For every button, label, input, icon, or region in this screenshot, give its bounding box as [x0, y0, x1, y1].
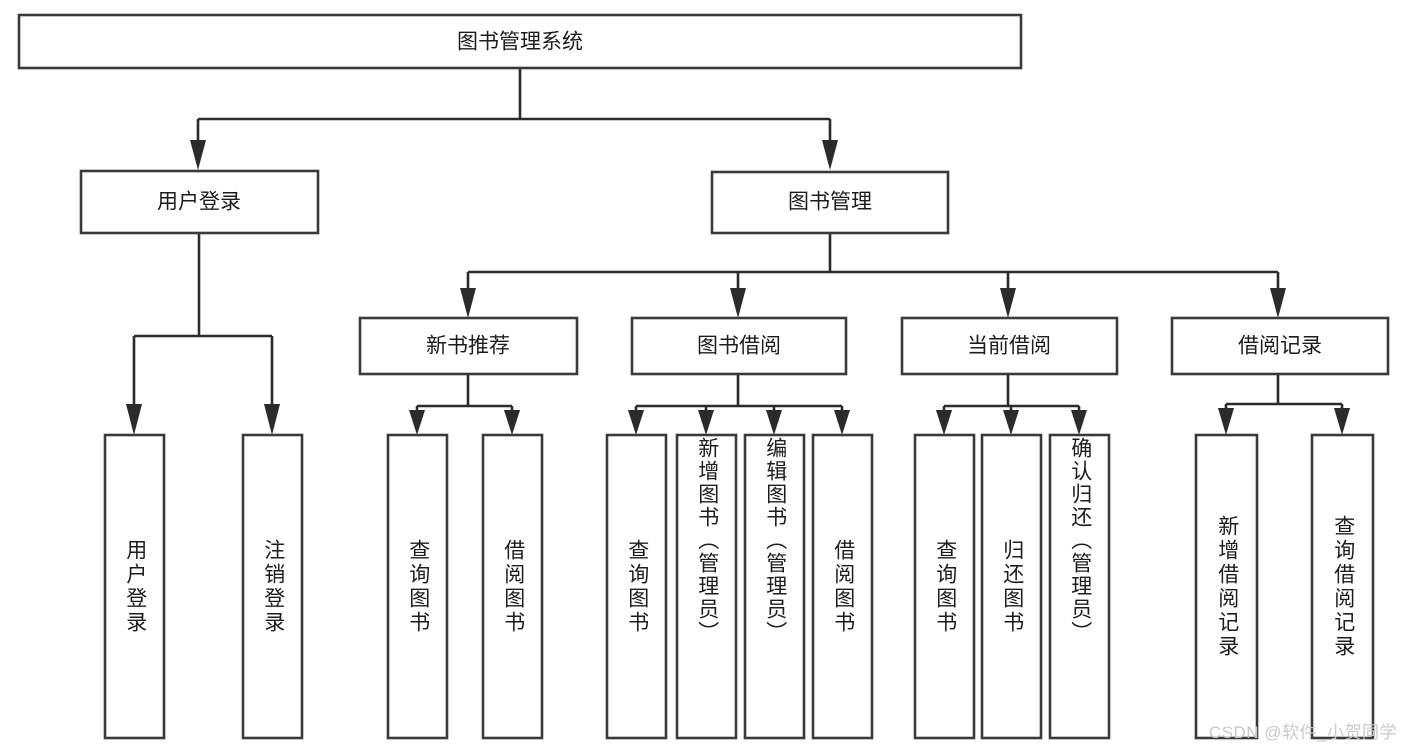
- node-user-login-label: 用户登录: [157, 191, 241, 214]
- node-current-borrow-box[interactable]: [900, 316, 1119, 376]
- node-root-box[interactable]: [17, 13, 1023, 70]
- node-borrow-record-label: 借阅记录: [1238, 335, 1322, 358]
- node-borrow-record[interactable]: 借阅记录: [1170, 316, 1390, 376]
- leaf-user-login-login[interactable]: 用户登录: [103, 433, 166, 740]
- arrowhead-user-login: [190, 140, 206, 170]
- arrowhead-leaf-user-login-2: [264, 404, 280, 435]
- leaf-current-borrow-query-box[interactable]: [913, 433, 976, 740]
- leaf-book-borrow-edit[interactable]: 编辑图书（管理员）: [743, 433, 806, 740]
- leaf-book-borrow-add[interactable]: 新增图书（管理员）: [675, 433, 738, 740]
- leaf-book-borrow-add-box[interactable]: [675, 433, 738, 740]
- node-book-borrow[interactable]: 图书借阅: [630, 316, 848, 376]
- node-user-login-box[interactable]: [79, 169, 320, 235]
- leaf-current-borrow-return[interactable]: 归还图书: [980, 433, 1043, 740]
- node-book-borrow-label: 图书借阅: [697, 335, 781, 358]
- connectors: [126, 68, 1350, 435]
- leaf-book-borrow-query-label: 查询图书: [625, 538, 649, 635]
- leaf-new-book-query-box[interactable]: [386, 433, 449, 740]
- arrowhead-leaf-current-borrow-1: [936, 410, 952, 435]
- arrowhead-leaf-user-login-1: [126, 404, 142, 435]
- leaf-current-borrow-confirm-return-box[interactable]: [1048, 433, 1111, 740]
- node-user-login[interactable]: 用户登录: [79, 169, 320, 235]
- node-book-management-label: 图书管理: [788, 191, 872, 214]
- leaf-book-borrow-edit-label: 编辑图书（管理员）: [763, 437, 787, 644]
- node-root-book-management-system[interactable]: 图书管理系统: [17, 13, 1023, 70]
- node-book-borrow-box[interactable]: [630, 316, 848, 376]
- leaf-user-login-logout[interactable]: 注销登录: [241, 433, 304, 740]
- leaf-book-borrow-borrow[interactable]: 借阅图书: [811, 433, 874, 740]
- arrowhead-leaf-book-borrow-3: [766, 410, 782, 435]
- leaf-book-borrow-borrow-label: 借阅图书: [831, 538, 855, 635]
- node-new-book-recommend-label: 新书推荐: [426, 335, 510, 358]
- node-root-label: 图书管理系统: [457, 31, 583, 54]
- node-current-borrow-label: 当前借阅: [967, 335, 1051, 358]
- leaf-current-borrow-query-label: 查询图书: [933, 538, 957, 635]
- leaf-borrow-record-add[interactable]: 新增借阅记录: [1194, 433, 1259, 740]
- arrowhead-leaf-current-borrow-2: [1003, 410, 1019, 435]
- leaf-book-borrow-query[interactable]: 查询图书: [605, 433, 668, 740]
- node-new-book-recommend[interactable]: 新书推荐: [358, 316, 579, 376]
- arrowhead-leaf-current-borrow-3: [1071, 410, 1087, 435]
- leaf-borrow-record-query[interactable]: 查询借阅记录: [1310, 433, 1375, 740]
- arrowhead-leaf-borrow-record-1: [1218, 408, 1234, 435]
- arrowhead-book-mgmt: [822, 140, 838, 170]
- arrowhead-borrow-record: [1270, 288, 1286, 318]
- leaf-current-borrow-return-box[interactable]: [980, 433, 1043, 740]
- arrowhead-leaf-book-borrow-2: [698, 410, 714, 435]
- leaf-user-login-login-label: 用户登录: [123, 538, 147, 635]
- arrowhead-leaf-book-borrow-1: [628, 410, 644, 435]
- leaf-borrow-record-query-label: 查询借阅记录: [1331, 514, 1355, 659]
- leaf-borrow-record-query-box[interactable]: [1310, 433, 1375, 740]
- leaf-current-borrow-query[interactable]: 查询图书: [913, 433, 976, 740]
- arrowhead-leaf-new-book-1: [409, 410, 425, 435]
- leaf-book-borrow-edit-box[interactable]: [743, 433, 806, 740]
- leaf-current-borrow-return-label: 归还图书: [1000, 538, 1024, 635]
- node-book-management-box[interactable]: [710, 170, 950, 235]
- leaf-current-borrow-confirm-return[interactable]: 确认归还（管理员）: [1048, 433, 1111, 740]
- arrowhead-current-borrow: [1000, 288, 1016, 318]
- leaf-new-book-borrow[interactable]: 借阅图书: [481, 433, 544, 740]
- leaf-new-book-borrow-box[interactable]: [481, 433, 544, 740]
- arrowhead-new-book-recommend: [460, 288, 476, 318]
- node-book-management[interactable]: 图书管理: [710, 170, 950, 235]
- leaf-user-login-logout-label: 注销登录: [261, 538, 285, 635]
- node-borrow-record-box[interactable]: [1170, 316, 1390, 376]
- arrowhead-leaf-borrow-record-2: [1334, 408, 1350, 435]
- leaf-new-book-query[interactable]: 查询图书: [386, 433, 449, 740]
- arrowhead-leaf-book-borrow-4: [834, 410, 850, 435]
- leaf-user-login-login-box[interactable]: [103, 433, 166, 740]
- leaf-new-book-borrow-label: 借阅图书: [501, 538, 525, 635]
- leaf-book-borrow-add-label: 新增图书（管理员）: [695, 437, 719, 644]
- node-current-borrow[interactable]: 当前借阅: [900, 316, 1119, 376]
- leaf-user-login-logout-box[interactable]: [241, 433, 304, 740]
- arrowhead-book-borrow: [730, 288, 746, 318]
- arrowhead-leaf-new-book-2: [504, 410, 520, 435]
- leaf-current-borrow-confirm-return-label: 确认归还（管理员）: [1068, 437, 1092, 644]
- leaf-book-borrow-borrow-box[interactable]: [811, 433, 874, 740]
- leaf-book-borrow-query-box[interactable]: [605, 433, 668, 740]
- leaf-borrow-record-add-label: 新增借阅记录: [1215, 514, 1239, 659]
- node-new-book-recommend-box[interactable]: [358, 316, 579, 376]
- leaf-borrow-record-add-box[interactable]: [1194, 433, 1259, 740]
- leaf-new-book-query-label: 查询图书: [406, 538, 430, 635]
